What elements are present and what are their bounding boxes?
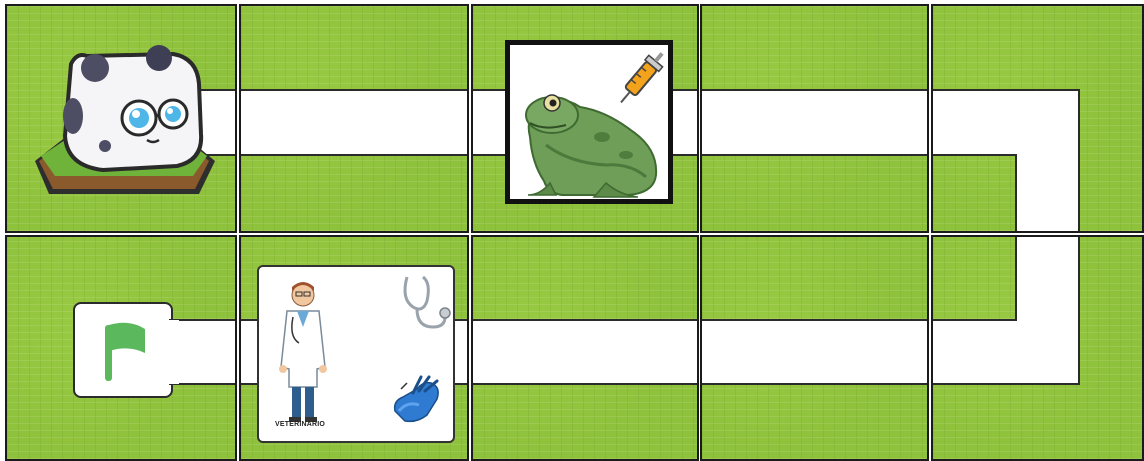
path-segment: [700, 319, 929, 385]
frog-card[interactable]: [505, 40, 673, 204]
stethoscope-icon: [393, 273, 453, 333]
path-segment: [239, 319, 259, 385]
path-segment: [1015, 154, 1080, 233]
path-segment: [471, 319, 699, 385]
gloves-icon: [387, 371, 447, 427]
tile-r1-c1[interactable]: [5, 4, 237, 233]
tile-r1-c5[interactable]: [931, 4, 1144, 233]
tile-r2-c5[interactable]: [931, 235, 1144, 461]
tile-r1-c2[interactable]: [239, 4, 469, 233]
goal-flag-icon[interactable]: [95, 317, 155, 387]
path-segment: [931, 89, 1080, 156]
tile-r2-c2[interactable]: VETERINARIO: [239, 235, 469, 461]
syringe-icon: [614, 51, 664, 111]
path-edge: [931, 319, 1017, 321]
path-segment: [931, 319, 1080, 385]
path-segment: [700, 89, 929, 156]
tile-r2-c1[interactable]: [5, 235, 237, 461]
path-segment: [169, 319, 237, 385]
robot-icon[interactable]: [7, 6, 237, 233]
veterinarian-card[interactable]: VETERINARIO: [257, 265, 455, 443]
veterinarian-icon: [273, 277, 333, 427]
path-edge: [931, 154, 1015, 156]
veterinarian-caption: VETERINARIO: [275, 421, 325, 428]
path-segment: [1015, 235, 1080, 321]
tile-r2-c3[interactable]: [471, 235, 699, 461]
tile-r1-c4[interactable]: [700, 4, 929, 233]
path-segment: [239, 89, 469, 156]
tile-r2-c4[interactable]: [700, 235, 929, 461]
tile-r1-c3[interactable]: [471, 4, 699, 233]
